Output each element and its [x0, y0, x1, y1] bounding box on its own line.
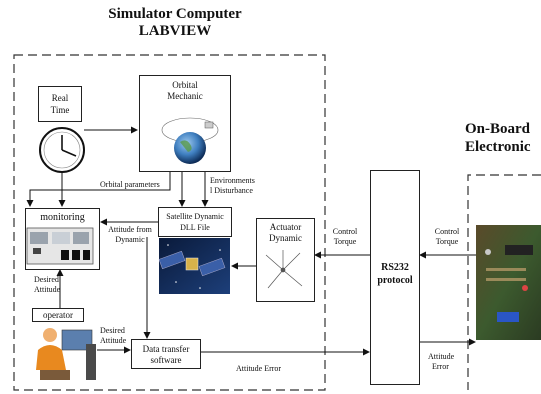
orbit-earth-icon	[161, 117, 219, 164]
control-torque2-label-1: Control	[434, 227, 460, 236]
orbital-mechanic-block: Orbital Mechanic	[139, 75, 231, 172]
simulator-title-line1: Simulator Computer	[108, 6, 242, 22]
orbital-label-1: Orbital	[172, 80, 198, 90]
onboard-title-line2: Electronic	[465, 139, 531, 155]
attitude-from-dynamic-label-1: Attitude from	[108, 225, 152, 234]
control-torque2-label-2: Torque	[435, 237, 459, 246]
satellite-icon	[158, 238, 230, 294]
actuator-label-1: Actuator	[269, 222, 302, 232]
attitude-error-label: Attitude Error	[236, 364, 282, 373]
circuit-board-icon	[476, 225, 541, 340]
control-torque-label-2: Torque	[333, 237, 357, 246]
attitude-from-dynamic-label-2: Dynamic	[115, 235, 145, 244]
operator-label: operator	[43, 310, 73, 320]
simulator-frame	[13, 54, 326, 391]
data-transfer-label-1: Data transfer	[142, 344, 190, 354]
desired-attitude-label-1: Desired	[34, 275, 59, 284]
monitoring-block: monitoring	[25, 208, 100, 270]
environments-label-2: l Disturbance	[210, 186, 253, 195]
actuator-dynamic-block: Actuator Dynamic	[256, 218, 315, 302]
clock-icon	[39, 127, 85, 173]
attitude-error2-label-2: Error	[432, 362, 449, 371]
actuator-vectors-icon	[265, 250, 303, 289]
simulator-title: Simulator Computer LABVIEW	[80, 7, 270, 39]
satellite-label-1: Satellite Dynamic	[166, 212, 224, 221]
orbital-parameters-label: Orbital parameters	[100, 180, 160, 189]
operator-block: operator	[32, 308, 84, 322]
desired-attitude2-label-1: Desired	[100, 326, 125, 335]
environments-label-1: Environments	[210, 176, 255, 185]
data-transfer-label-2: software	[150, 355, 182, 365]
actuator-label-2: Dynamic	[269, 233, 302, 243]
simulator-title-line2: LABVIEW	[138, 23, 212, 39]
rs232-label-1: RS232	[381, 262, 409, 273]
data-transfer-block: Data transfer software	[131, 339, 201, 369]
rs232-block: RS232 protocol	[370, 170, 420, 385]
onboard-title: On-Board Electronic	[465, 122, 531, 155]
orbital-label-2: Mechanic	[167, 91, 203, 101]
onboard-frame	[467, 174, 541, 390]
satellite-dynamic-block: Satellite Dynamic DLL File	[158, 207, 232, 237]
monitoring-panel-icon	[26, 227, 94, 265]
real-time-label-1: Real	[51, 93, 69, 103]
real-time-block: Real Time	[38, 86, 82, 122]
monitoring-label: monitoring	[40, 212, 85, 223]
desired-attitude2-label-2: Attitude	[100, 336, 127, 345]
attitude-error2-label-1: Attitude	[428, 352, 455, 361]
operator-person-icon	[36, 328, 96, 380]
real-time-label-2: Time	[50, 105, 70, 115]
control-torque-label-1: Control	[332, 227, 358, 236]
rs232-label-2: protocol	[377, 275, 413, 286]
satellite-label-2: DLL File	[180, 223, 210, 232]
onboard-title-line1: On-Board	[465, 121, 531, 137]
desired-attitude-label-2: Attitude	[34, 285, 61, 294]
